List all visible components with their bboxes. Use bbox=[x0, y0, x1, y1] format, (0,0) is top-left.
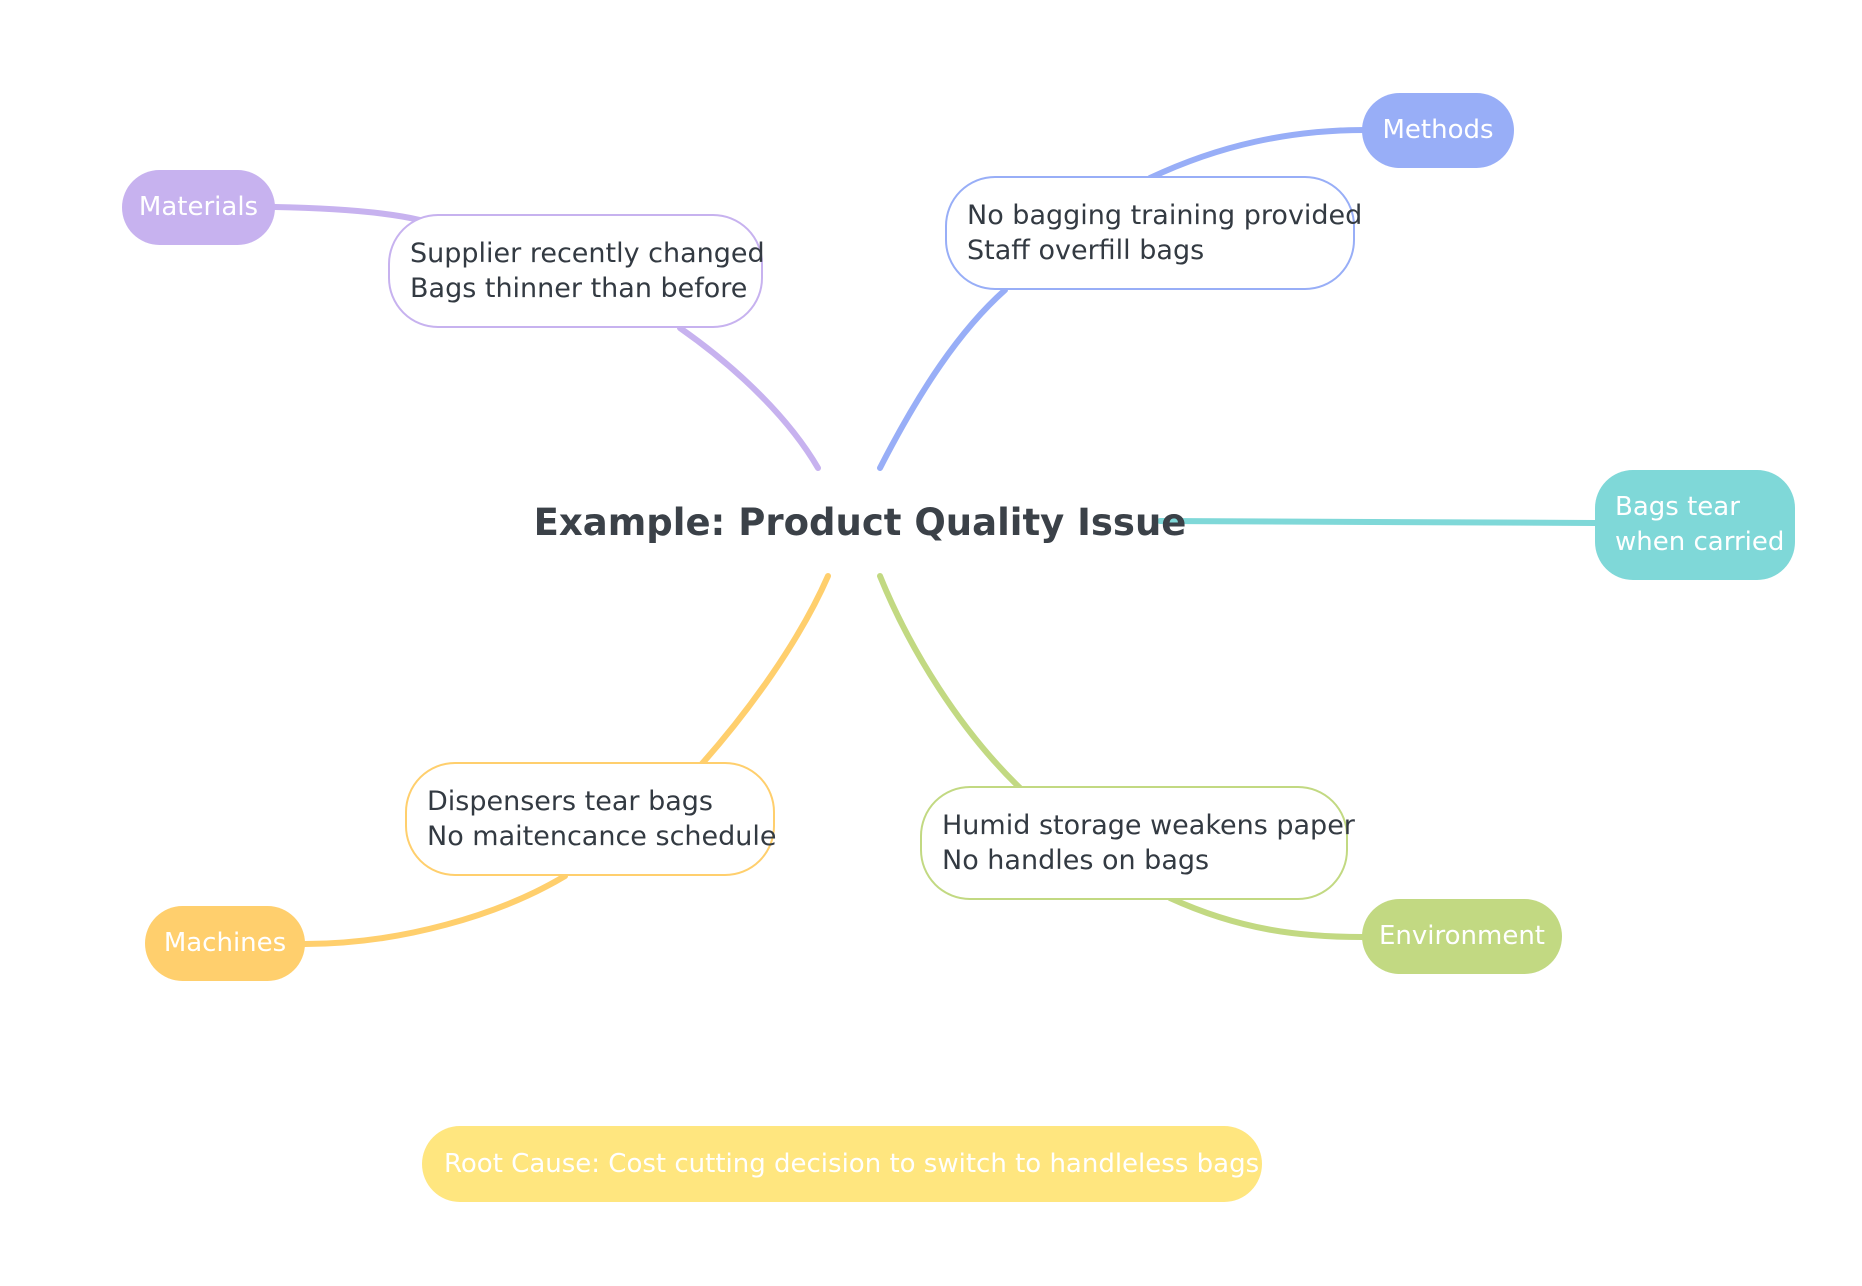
effect-connector bbox=[1157, 518, 1598, 526]
effect-line-2: when carried bbox=[1615, 527, 1785, 557]
materials-cause-2: Bags thinner than before bbox=[410, 273, 748, 304]
central-topic[interactable]: Example: Product Quality Issue bbox=[534, 492, 1187, 552]
methods-label-connector bbox=[1147, 127, 1368, 181]
methods-cause-1: No bagging training provided bbox=[967, 200, 1363, 231]
environment-label-connector bbox=[1167, 895, 1365, 940]
category-environment-label: Environment bbox=[1378, 921, 1546, 951]
effect-node[interactable]: Bags tear when carried bbox=[1595, 470, 1795, 580]
machines-label-connector bbox=[302, 873, 568, 947]
root-cause-text: Root Cause: Cost cutting decision to swi… bbox=[444, 1149, 1260, 1179]
category-methods[interactable]: Methods bbox=[1362, 93, 1514, 168]
environment-cause-2: No handles on bags bbox=[942, 845, 1210, 876]
materials-label-connector bbox=[272, 204, 423, 223]
methods-cause-connector bbox=[877, 287, 1008, 471]
machines-cause-1: Dispensers tear bags bbox=[427, 786, 713, 817]
machines-causes-box[interactable]: Dispensers tear bags No maitencance sche… bbox=[405, 762, 777, 876]
environment-cause-1: Humid storage weakens paper bbox=[942, 810, 1355, 841]
materials-cause-1: Supplier recently changed bbox=[410, 238, 765, 269]
effect-line-1: Bags tear bbox=[1615, 492, 1740, 522]
category-machines-label: Machines bbox=[163, 928, 287, 958]
machines-cause-connector bbox=[697, 573, 831, 769]
machines-cause-2: No maitencance schedule bbox=[427, 821, 777, 852]
environment-causes-box[interactable]: Humid storage weakens paper No handles o… bbox=[920, 786, 1355, 900]
materials-cause-connector bbox=[677, 325, 821, 471]
category-methods-label: Methods bbox=[1382, 115, 1494, 145]
root-cause-banner[interactable]: Root Cause: Cost cutting decision to swi… bbox=[422, 1126, 1262, 1202]
category-machines[interactable]: Machines bbox=[145, 906, 305, 981]
methods-cause-2: Staff overfill bags bbox=[967, 235, 1205, 266]
category-materials-label: Materials bbox=[138, 192, 259, 222]
central-topic-label: Example: Product Quality Issue bbox=[533, 500, 1187, 544]
category-environment[interactable]: Environment bbox=[1362, 899, 1562, 974]
category-materials[interactable]: Materials bbox=[122, 170, 275, 245]
materials-causes-box[interactable]: Supplier recently changed Bags thinner t… bbox=[388, 214, 765, 328]
methods-causes-box[interactable]: No bagging training provided Staff overf… bbox=[945, 176, 1363, 290]
environment-cause-connector bbox=[877, 573, 1023, 791]
